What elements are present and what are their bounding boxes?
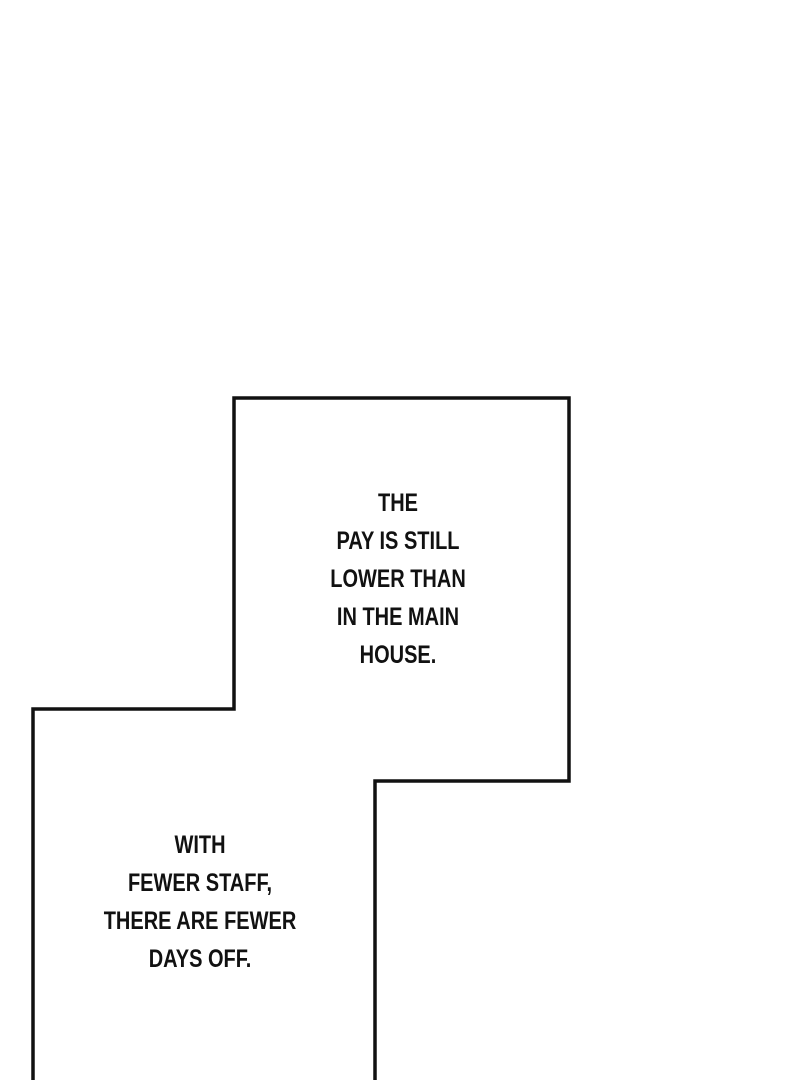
caption-line: LOWER THAN xyxy=(330,565,466,593)
caption-pay: THE PAY IS STILL LOWER THAN IN THE MAIN … xyxy=(278,484,518,674)
caption-line: THERE ARE FEWER xyxy=(103,907,297,935)
caption-line: PAY IS STILL xyxy=(336,527,460,555)
caption-line: FEWER STAFF, xyxy=(127,869,273,897)
caption-line: DAYS OFF. xyxy=(148,945,252,973)
caption-line: HOUSE. xyxy=(359,641,437,669)
caption-line: THE xyxy=(378,489,418,517)
caption-line: WITH xyxy=(174,831,226,859)
panel-outline xyxy=(31,396,571,1080)
caption-staff: WITH FEWER STAFF, THERE ARE FEWER DAYS O… xyxy=(80,826,320,978)
caption-line: IN THE MAIN xyxy=(336,603,460,631)
